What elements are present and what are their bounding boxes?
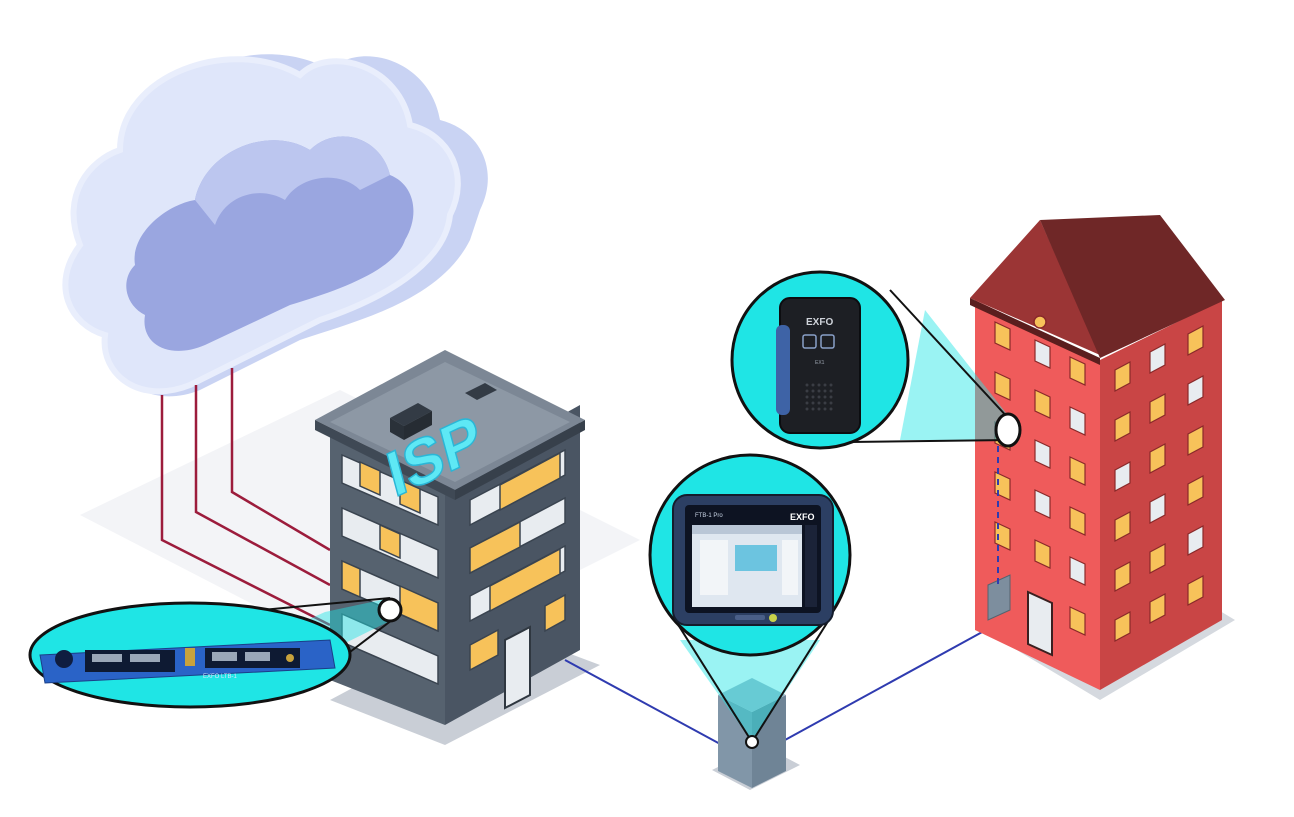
isp-door: [504, 625, 531, 710]
tester-model: FTB-1 Pro: [695, 513, 723, 519]
rack-unit-icon: EXFO LTB-1: [39, 639, 336, 684]
fiber-lines-blue: [564, 624, 996, 746]
street-cabinet: [712, 678, 800, 790]
home-building: [970, 215, 1235, 700]
tester-brand: EXFO: [790, 512, 815, 522]
rack-unit-label: EXFO LTB-1: [203, 674, 238, 680]
isp-building: ISP: [315, 350, 600, 745]
home-junction-box: [987, 574, 1011, 621]
probe-model: EX1: [815, 360, 825, 366]
isp-windows-right: [469, 448, 566, 672]
tablet-tester-icon: FTB-1 Pro EXFO: [672, 494, 834, 626]
callout-ex-probe: EXFO EX1: [730, 270, 1022, 450]
cloud-icon: [62, 54, 488, 397]
callout-rack-unit: EXFO LTB-1: [28, 597, 403, 709]
callout-handheld-tester: FTB-1 Pro EXFO: [648, 453, 852, 749]
handheld-probe-icon: EXFO EX1: [776, 297, 861, 434]
home-door: [1027, 590, 1053, 657]
probe-brand: EXFO: [806, 317, 833, 328]
fiber-lines-red: [160, 368, 331, 627]
isp-windows-left: [341, 453, 439, 686]
home-windows-right: [1114, 325, 1204, 642]
